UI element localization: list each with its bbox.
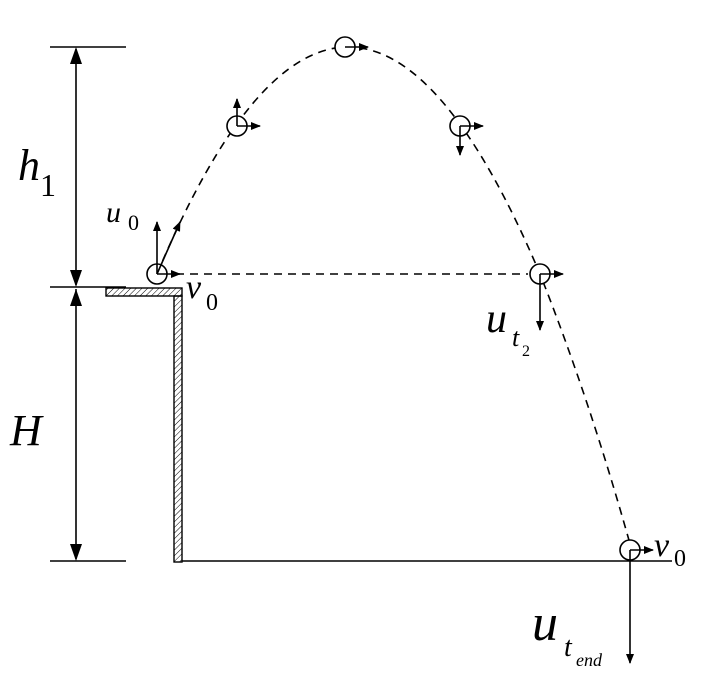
v0-label-main: v [186,269,202,306]
ball-launch [146,221,181,285]
h1-arrow-down [70,270,82,287]
ut2-label-sub: t [512,323,520,352]
ball-apex [334,36,369,58]
v0-end-label-main: v [654,527,670,564]
ball-ascending [226,98,261,137]
v0-end-label-sub: 0 [674,546,686,572]
cliff-platform [105,287,183,563]
ball-descending [449,115,484,156]
H-dimension [50,289,126,562]
ball-end [619,539,654,664]
utend-label-subsub: end [576,650,603,670]
platform-ledge [105,287,183,297]
h1-label-sub: 1 [40,167,56,203]
u0-label-main: u [106,196,121,229]
cliff-wall [173,295,183,563]
H-label: H [9,406,44,455]
ut2-label-subsub: 2 [522,343,530,360]
utend-label-sub: t [564,632,573,663]
h1-label-main: h [18,141,40,190]
v0-label-sub: 0 [206,290,218,316]
h1-dimension [50,46,126,288]
h1-arrow-up [70,47,82,64]
H-arrow-down [70,544,82,561]
ut2-label-main: u [486,296,507,342]
utend-label-main: u [532,595,558,652]
launch-velocity-arrow [156,221,181,275]
ball-t2 [529,263,564,331]
u0-label-sub: 0 [128,210,139,235]
trajectory-curve [156,46,633,552]
H-arrow-up [70,289,82,306]
